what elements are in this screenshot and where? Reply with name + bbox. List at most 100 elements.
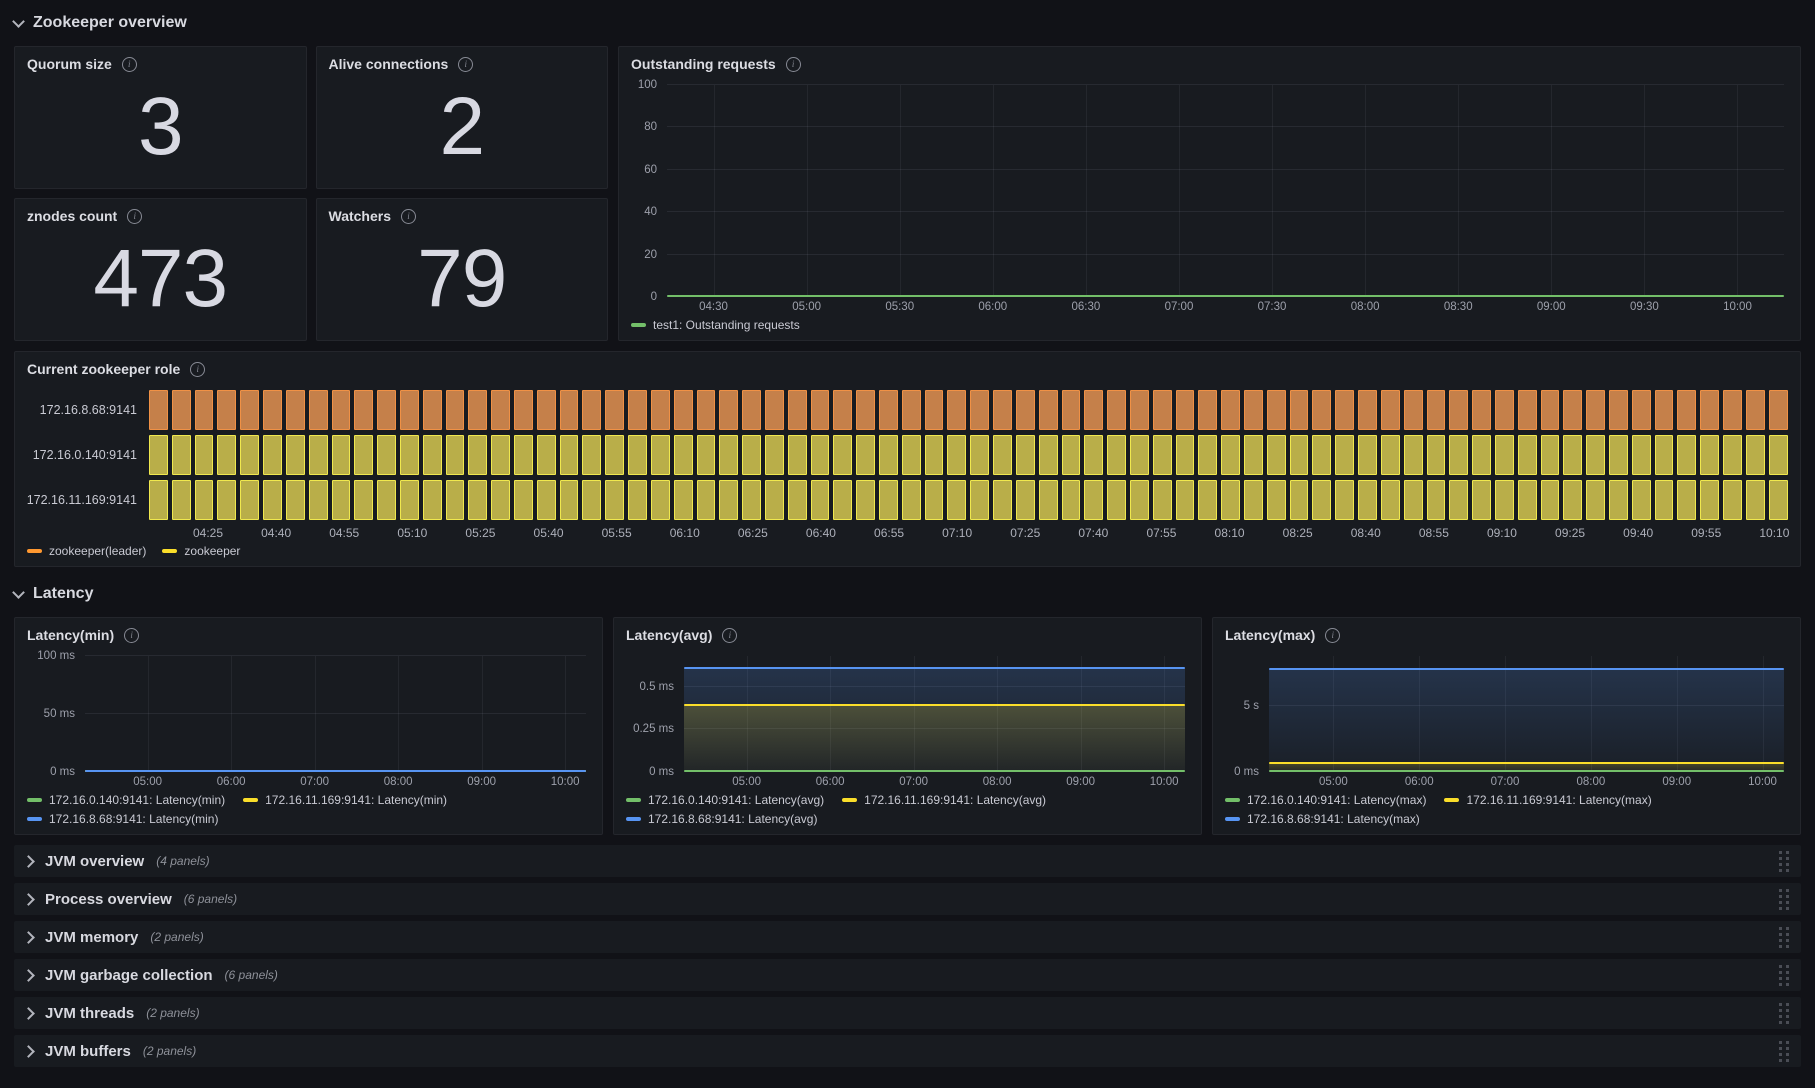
stat-value: 473 (93, 232, 228, 324)
collapsed-section-row[interactable]: JVM memory(2 panels) (14, 921, 1801, 953)
legend-item[interactable]: 172.16.11.169:9141: Latency(max) (1444, 793, 1652, 807)
timeline-state-bar (1517, 435, 1537, 475)
info-icon[interactable]: i (401, 208, 417, 224)
timeline-state-bar (559, 480, 579, 520)
legend-item[interactable]: 172.16.8.68:9141: Latency(min) (27, 812, 218, 826)
legend-item[interactable]: zookeeper (162, 544, 240, 558)
grid-line-vertical (913, 656, 915, 772)
timeline-state-bar (149, 435, 168, 475)
legend-item[interactable]: 172.16.0.140:9141: Latency(max) (1225, 793, 1426, 807)
grid-line-horizontal (667, 168, 1784, 170)
drag-handle-dot (1786, 1008, 1789, 1012)
timeline-state-bar (1745, 480, 1765, 520)
legend-item[interactable]: 172.16.8.68:9141: Latency(max) (1225, 812, 1420, 826)
x-axis-tick-label: 09:00 (467, 776, 497, 788)
grid-line-horizontal (85, 713, 586, 714)
legend-item[interactable]: zookeeper(leader) (27, 544, 146, 558)
drag-handle-dot (1786, 976, 1789, 980)
timeline-state-bar (377, 435, 396, 475)
x-axis-tick-label: 05:55 (601, 526, 632, 540)
timeline-state-bar (1677, 435, 1697, 475)
panel-title: Latency(avg) (626, 627, 713, 643)
drag-handle-icon[interactable] (1779, 888, 1789, 910)
timeline-state-bar (1768, 480, 1788, 520)
y-axis-tick-label: 0.25 ms (633, 723, 674, 736)
timeline-state-bar (673, 480, 693, 520)
legend-item[interactable]: 172.16.11.169:9141: Latency(min) (243, 793, 447, 807)
x-axis-tick-label: 06:00 (815, 776, 845, 788)
timeline-state-bar (1312, 480, 1332, 520)
section-row-zookeeper-overview[interactable]: Zookeeper overview (12, 10, 1801, 36)
x-axis-tick-label: 07:00 (300, 776, 330, 788)
info-icon[interactable]: i (722, 627, 738, 643)
legend-item[interactable]: 172.16.8.68:9141: Latency(avg) (626, 812, 817, 826)
grid-line-vertical (1080, 656, 1082, 772)
legend-item[interactable]: 172.16.0.140:9141: Latency(min) (27, 793, 225, 807)
drag-handle-dot (1779, 982, 1782, 986)
collapsed-section-row[interactable]: Process overview(6 panels) (14, 883, 1801, 915)
series-line (1269, 668, 1784, 671)
timeline-state-bar (605, 480, 625, 520)
legend-item[interactable]: 172.16.11.169:9141: Latency(avg) (842, 793, 1046, 807)
drag-handle-icon[interactable] (1779, 964, 1789, 986)
grid-line-horizontal (684, 728, 1185, 730)
info-icon[interactable]: i (190, 361, 206, 377)
series-line (684, 770, 1185, 772)
timeline-state-bar (285, 480, 305, 520)
info-icon[interactable]: i (124, 627, 140, 643)
timeline-state-bar (377, 480, 396, 520)
drag-handle-dot (1779, 932, 1782, 936)
legend-label: 172.16.8.68:9141: Latency(max) (1247, 812, 1420, 826)
panel-header: Latency(min)i (15, 618, 602, 646)
timeline-state-bar (1654, 480, 1674, 520)
info-icon[interactable]: i (1325, 627, 1341, 643)
stat-body: 79 (317, 227, 608, 340)
drag-handle-icon[interactable] (1779, 850, 1789, 872)
legend-series-swatch (1225, 817, 1240, 821)
info-icon[interactable]: i (458, 56, 474, 72)
timeline-state-bar (194, 480, 214, 520)
collapsed-section-row[interactable]: JVM threads(2 panels) (14, 997, 1801, 1029)
grid-line-vertical (1333, 656, 1335, 772)
timeline-state-bar (1403, 480, 1423, 520)
legend-item[interactable]: test1: Outstanding requests (631, 318, 800, 332)
timeline-state-bar (1198, 390, 1218, 430)
timeline-state-bar (1563, 480, 1583, 520)
info-icon[interactable]: i (121, 56, 137, 72)
collapsed-section-title: JVM threads (45, 1004, 135, 1022)
info-icon[interactable]: i (127, 208, 143, 224)
timeline-state-bar (536, 435, 556, 475)
timeline-state-bar (171, 480, 191, 520)
timeline-state-bar (354, 480, 374, 520)
drag-handle-dot (1779, 888, 1782, 892)
drag-handle-icon[interactable] (1779, 1040, 1789, 1062)
timeline-state-bar (764, 435, 784, 475)
info-icon[interactable]: i (785, 56, 801, 72)
timeline-state-bar (445, 480, 465, 520)
legend-label: 172.16.8.68:9141: Latency(avg) (648, 812, 818, 826)
grid-line-vertical (1644, 85, 1646, 297)
section-row-latency[interactable]: Latency (12, 581, 1801, 607)
x-axis-tick-label: 08:55 (1418, 526, 1449, 540)
x-axis-tick-label: 09:00 (1536, 301, 1566, 313)
collapsed-section-row[interactable]: JVM overview(4 panels) (14, 845, 1801, 877)
timeline-state-bar (1175, 435, 1195, 475)
stat-body: 2 (317, 75, 608, 188)
drag-handle-dot (1786, 1014, 1789, 1018)
series-line (85, 770, 586, 772)
timeline-state-bar (1289, 480, 1309, 520)
grid-line-vertical (1458, 85, 1460, 297)
collapsed-section-row[interactable]: JVM garbage collection(6 panels) (14, 959, 1801, 991)
legend-item[interactable]: 172.16.0.140:9141: Latency(avg) (626, 793, 824, 807)
drag-handle-icon[interactable] (1779, 1002, 1789, 1024)
timeline-row: 172.16.0.140:9141 (15, 435, 1788, 475)
drag-handle-icon[interactable] (1779, 926, 1789, 948)
timeline-state-bar (149, 390, 168, 430)
legend-series-swatch (27, 549, 42, 553)
collapsed-section-row[interactable]: JVM buffers(2 panels) (14, 1035, 1801, 1067)
